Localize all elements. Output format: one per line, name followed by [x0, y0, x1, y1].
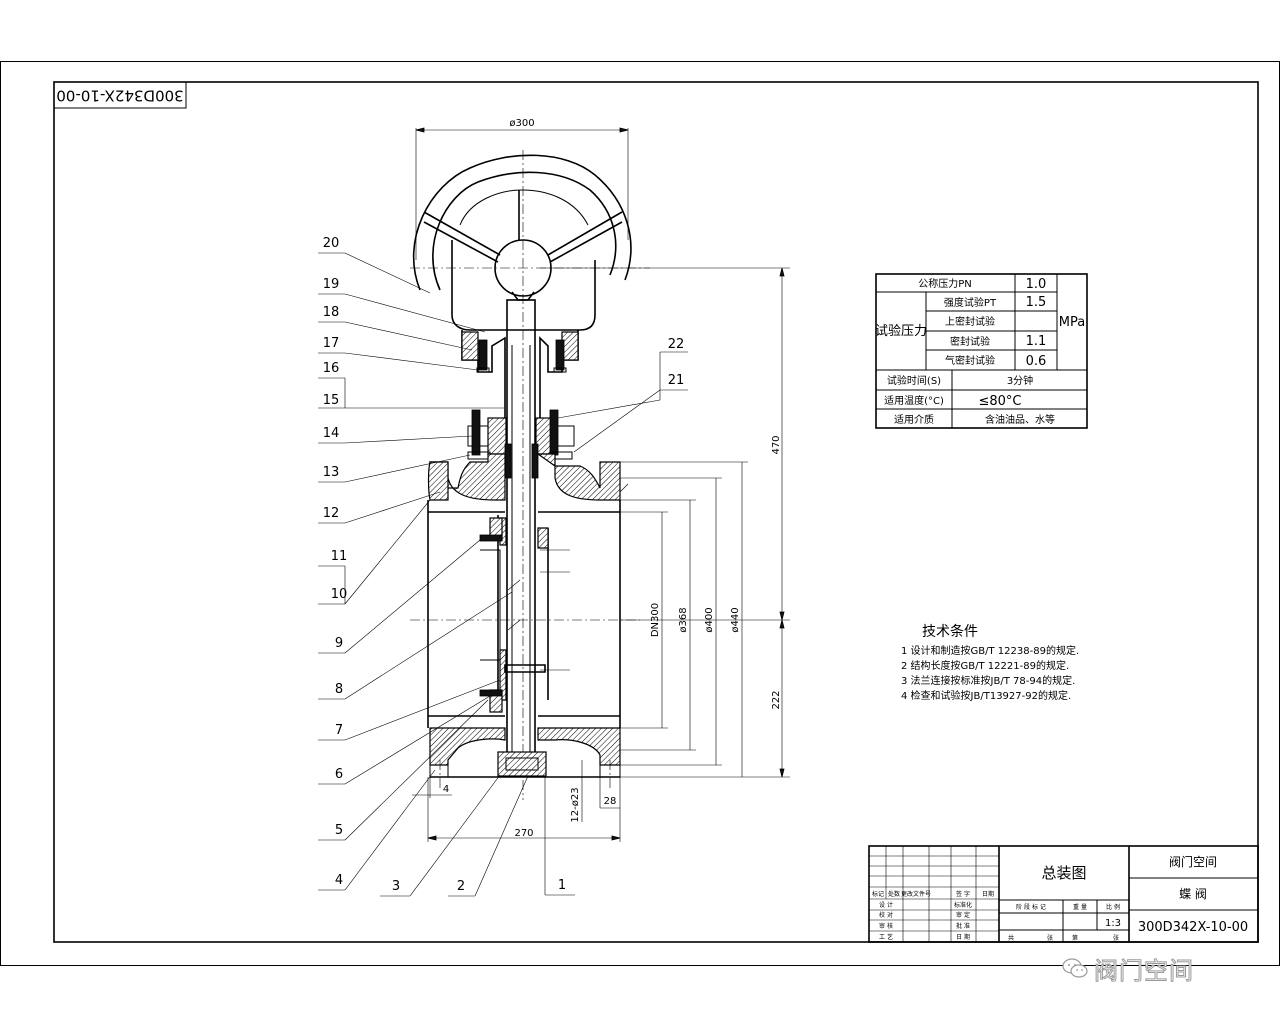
spec-table: 公称压力PN 1.0 试验压力 强度试验PT 1.5 上密封试验 密封试验 1.…	[875, 273, 1088, 429]
part-label-20: 20	[323, 236, 340, 251]
spec-time-value: 3分钟	[1007, 374, 1033, 387]
part-label-17: 17	[323, 336, 340, 351]
spec-pn-value: 1.0	[1026, 277, 1047, 292]
spec-unit: MPa	[1059, 315, 1085, 330]
tb-rev-h5: 日期	[982, 890, 994, 898]
watermark-text: 阀门空间	[1094, 956, 1194, 985]
tech-title: 技术条件	[922, 623, 978, 640]
tech-item-2: 2 结构长度按GB/T 12221-89的规定.	[901, 659, 1069, 672]
packing-gland	[467, 409, 575, 479]
tb-role-right-1: 标准化	[954, 901, 972, 909]
part-label-7: 7	[335, 723, 343, 738]
tb-role-3: 审 核	[879, 922, 893, 930]
dim-face-width: 270	[514, 828, 533, 839]
part-label-5: 5	[335, 823, 343, 838]
tb-stage-label: 阶 段 标 记	[1016, 903, 1046, 911]
tech-item-4: 4 检查和试验按JB/T13927-92的规定.	[901, 689, 1071, 702]
spec-test-pressure-label: 试验压力	[875, 323, 927, 339]
tb-role-right-2: 审 定	[956, 911, 970, 919]
tb-scale-value: 1:3	[1105, 918, 1121, 929]
tb-drawing-number: 300D342X-10-00	[1138, 920, 1248, 935]
title-block: 标记 处数 更改文件号 签 字 日期 设 计 校 对 审 核 工 艺 标准化 审…	[868, 845, 1259, 943]
tb-company: 阀门空间	[1169, 854, 1217, 869]
tb-role-right-3: 批 准	[956, 922, 970, 930]
tech-item-1: 1 设计和制造按GB/T 12238-89的规定.	[901, 644, 1079, 657]
spec-time-label: 试验时间(S)	[887, 374, 941, 387]
part-label-8: 8	[335, 682, 343, 697]
part-label-9: 9	[335, 636, 343, 651]
dimensions: ø300 470 222 DN300 ø368 ø400 ø440	[412, 118, 790, 842]
part-labels: 20 19 18 17 16 15 14 13 12 11 10 9 8 7 6…	[318, 236, 688, 897]
spec-seal-value: 1.1	[1026, 334, 1047, 349]
tb-rev-h1: 标记	[872, 890, 884, 898]
watermark: 阀门空间	[1062, 950, 1252, 986]
spec-strength-value: 1.5	[1026, 295, 1047, 310]
tb-sheet-no: 第	[1072, 934, 1078, 942]
rotated-drawing-number: 300D342X-10-00	[53, 81, 187, 109]
tb-drawing-title: 总装图	[1041, 864, 1086, 882]
part-label-1: 1	[558, 878, 566, 893]
dim-d400: ø400	[704, 607, 715, 632]
part-label-3: 3	[392, 879, 400, 894]
spec-medium-label: 适用介质	[894, 414, 934, 426]
spec-medium-value: 含油油品、水等	[985, 413, 1055, 426]
part-label-6: 6	[335, 767, 343, 782]
dim-flange-thickness: 28	[604, 796, 617, 807]
tech-item-3: 3 法兰连接按标准按JB/T 78-94的规定.	[901, 674, 1075, 687]
tb-rev-h3: 更改文件号	[901, 890, 931, 898]
tech-conditions: 技术条件 1 设计和制造按GB/T 12238-89的规定. 2 结构长度按GB…	[901, 623, 1079, 702]
part-label-2: 2	[457, 879, 465, 894]
tb-rev-h2: 处数	[888, 890, 900, 898]
valve-drawing	[410, 150, 650, 800]
tb-sheet-no-label: 张	[1113, 934, 1119, 942]
tb-sheet-label: 张	[1047, 934, 1053, 942]
tb-scale-label: 比 例	[1106, 903, 1120, 911]
part-label-19: 19	[323, 277, 340, 292]
dim-chamfer: 4	[443, 784, 449, 795]
dim-height-lower: 222	[771, 690, 782, 709]
part-label-4: 4	[335, 873, 343, 888]
tb-role-4: 工 艺	[879, 933, 893, 941]
tb-product: 蝶 阀	[1179, 886, 1207, 901]
spec-seal-label: 密封试验	[950, 335, 990, 348]
tb-role-right-4: 日 期	[956, 933, 970, 941]
tb-role-1: 设 计	[879, 901, 893, 909]
part-label-14: 14	[323, 426, 340, 441]
part-label-12: 12	[323, 506, 340, 521]
spec-temp-value: ≤80°C	[978, 394, 1021, 409]
rotated-drawing-number-text: 300D342X-10-00	[56, 87, 183, 105]
outer-frame	[0, 61, 1280, 966]
part-label-16: 16	[323, 361, 340, 376]
spec-upper-seal-label: 上密封试验	[945, 315, 995, 328]
dim-dn: DN300	[650, 603, 661, 637]
tb-rev-h4: 签 字	[956, 890, 970, 898]
dim-height-upper: 470	[771, 435, 782, 454]
part-label-21: 21	[668, 373, 685, 388]
tb-weight-label: 重 量	[1073, 903, 1087, 911]
valve-body	[427, 453, 629, 778]
spec-pn-label: 公称压力PN	[918, 277, 972, 290]
dim-d440: ø440	[730, 607, 741, 632]
disc	[410, 515, 640, 713]
bracket	[461, 330, 579, 420]
part-label-11: 11	[331, 549, 348, 564]
tb-sheet-total: 共	[1008, 934, 1014, 942]
part-label-13: 13	[323, 465, 340, 480]
spec-strength-label: 强度试验PT	[944, 296, 997, 309]
tb-role-2: 校 对	[879, 911, 893, 919]
part-label-22: 22	[668, 337, 685, 352]
inner-frame	[53, 81, 1259, 943]
spec-air-seal-label: 气密封试验	[945, 354, 995, 367]
dim-d368: ø368	[678, 607, 689, 632]
valve-stem	[506, 299, 536, 771]
spec-air-seal-value: 0.6	[1026, 354, 1047, 369]
spec-temp-label: 适用温度(°C)	[884, 394, 944, 407]
dim-bolt-holes: 12-ø23	[570, 787, 581, 822]
wechat-icon	[1062, 957, 1088, 979]
part-label-10: 10	[331, 587, 348, 602]
part-label-15: 15	[323, 393, 340, 408]
dim-handwheel: ø300	[509, 118, 534, 129]
part-label-18: 18	[323, 305, 340, 320]
